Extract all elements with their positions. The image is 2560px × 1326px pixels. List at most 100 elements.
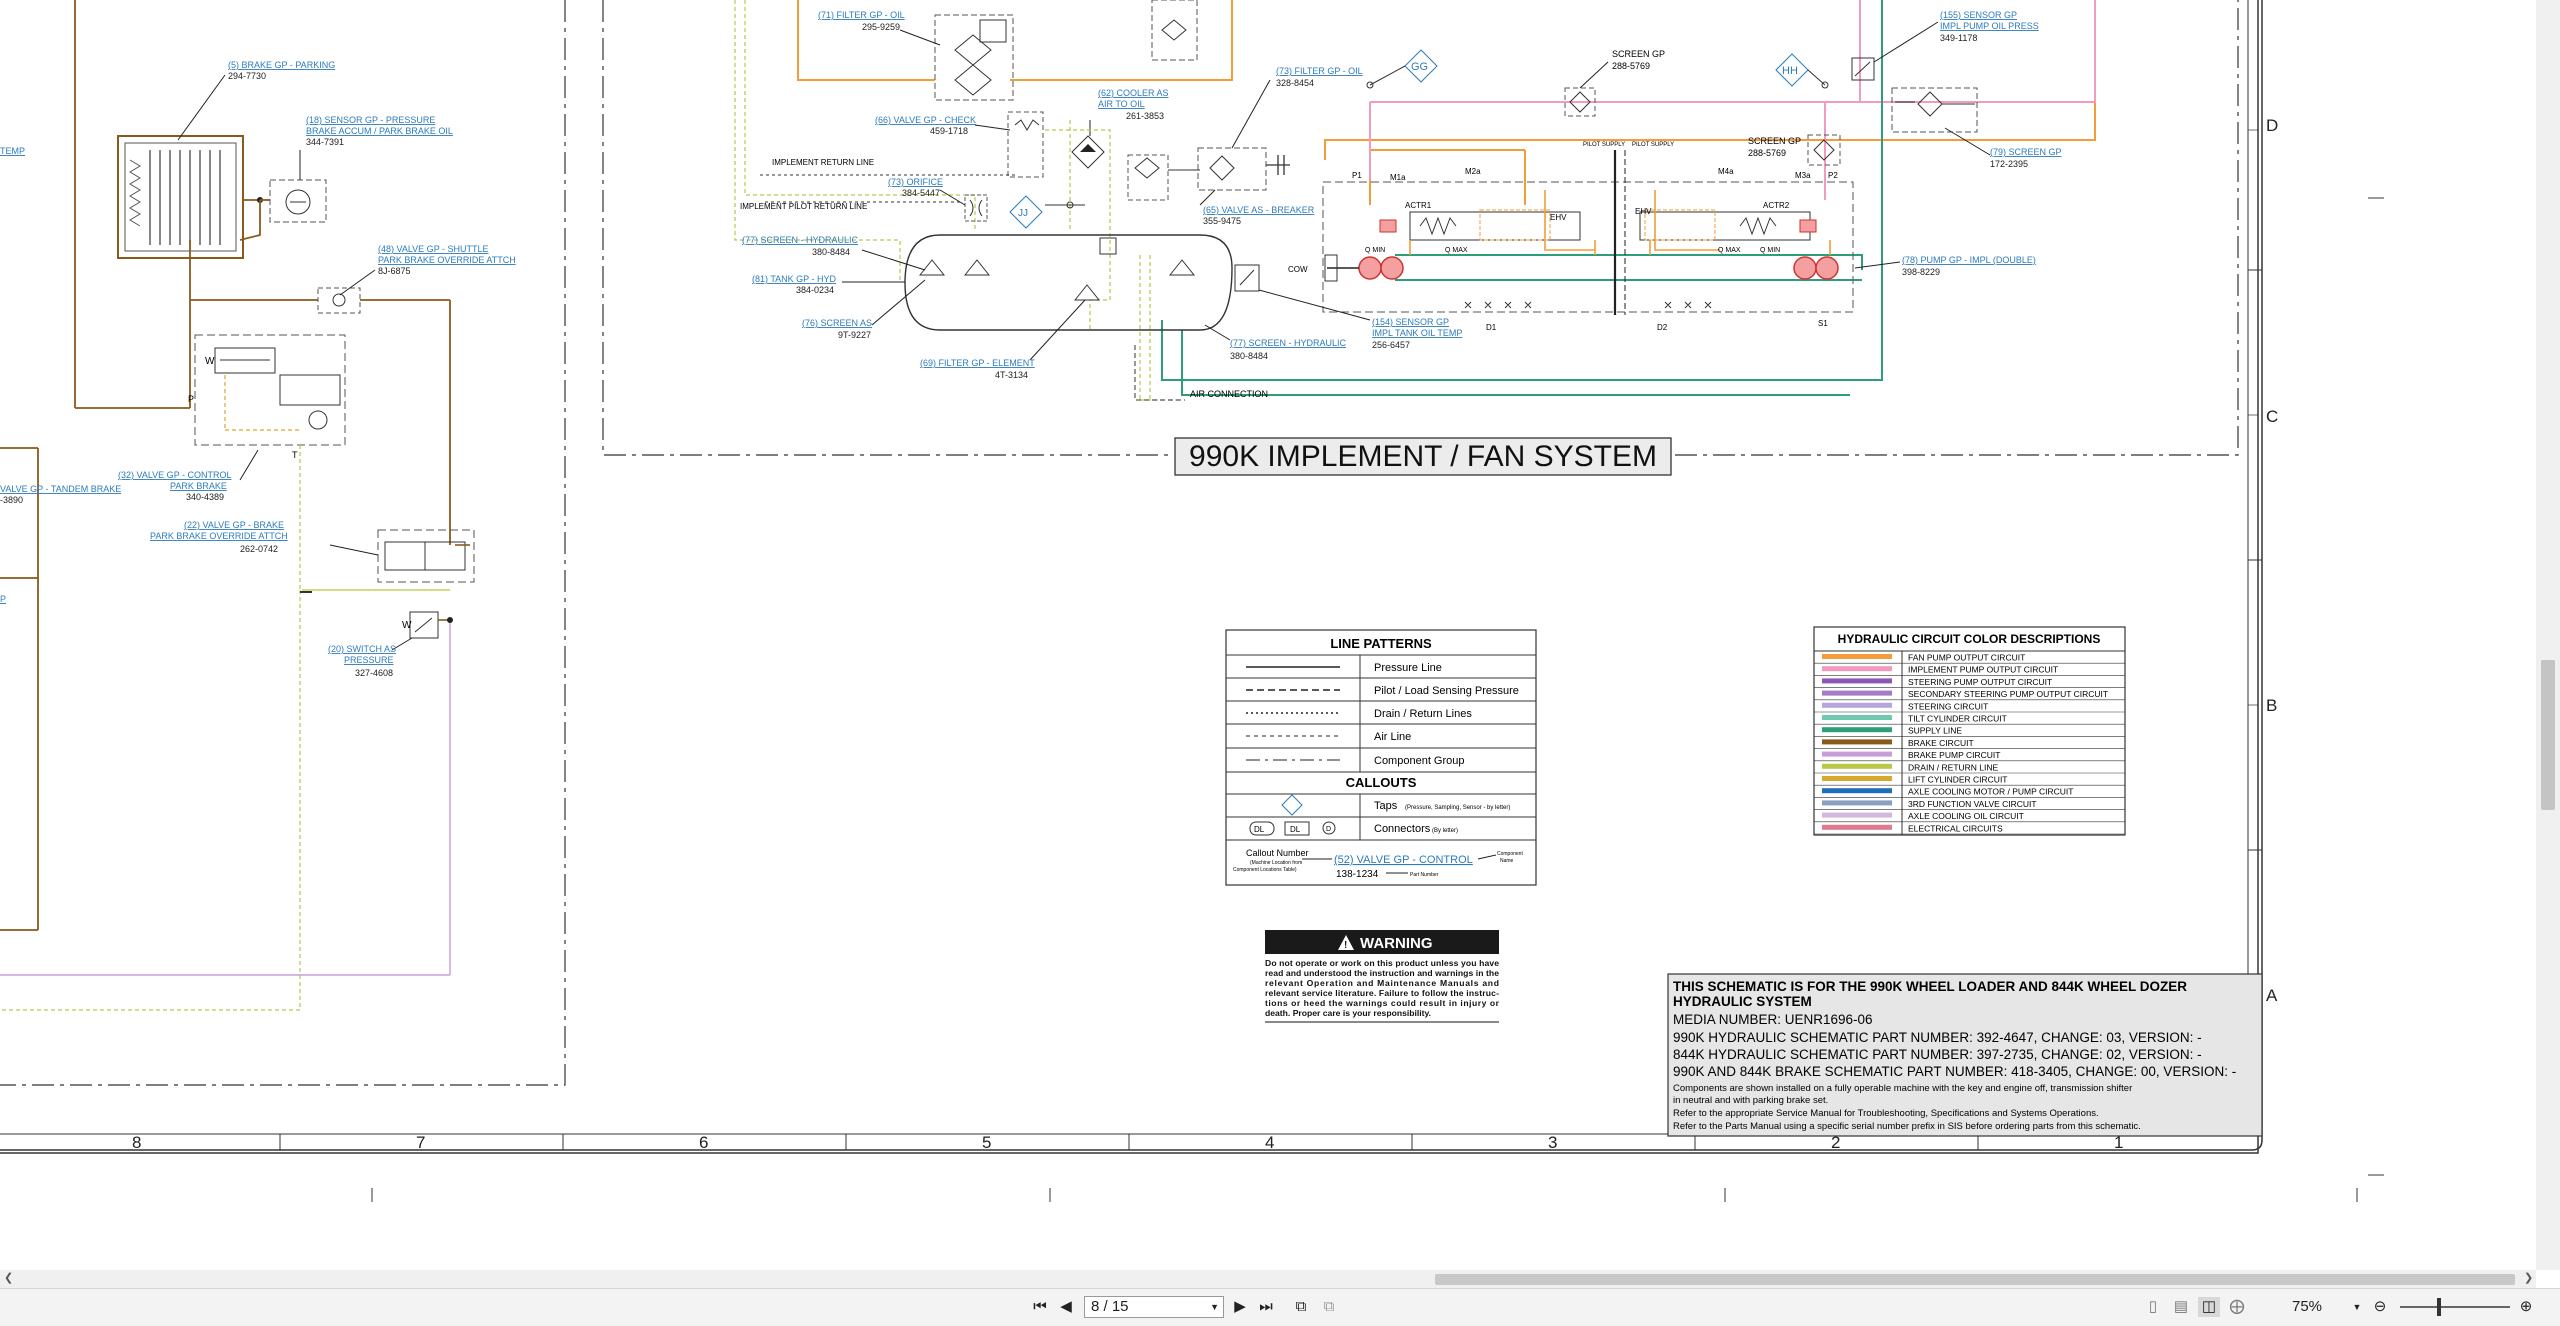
shuttle-valve-label-2[interactable]: PARK BRAKE OVERRIDE ATTCH xyxy=(378,255,516,265)
tandem-valve-fragment[interactable]: VALVE GP - TANDEM BRAKE xyxy=(0,484,121,494)
single-page-icon[interactable]: ▯ xyxy=(2148,1298,2158,1315)
color-desc-label: FAN PUMP OUTPUT CIRCUIT xyxy=(1908,653,2025,663)
col-number-6: 6 xyxy=(699,1133,708,1152)
orifice-label[interactable]: (73) ORIFICE xyxy=(888,177,943,187)
warning-line-2: read and understood the instruction and … xyxy=(1265,968,1499,978)
line-patterns-legend: LINE PATTERNS Pressure Line Pilot / Load… xyxy=(1225,629,1537,886)
impl-return-line: IMPLEMENT RETURN LINE xyxy=(772,158,874,167)
screen-as-label[interactable]: (76) SCREEN AS xyxy=(802,318,872,328)
tandem-valve-pn-fragment: -3890 xyxy=(0,495,23,505)
screen-79-label[interactable]: (79) SCREEN GP xyxy=(1990,147,2062,157)
color-desc-label: BRAKE PUMP CIRCUIT xyxy=(1908,750,2000,760)
screen-hyd2-label[interactable]: (77) SCREEN - HYDRAULIC xyxy=(1230,338,1347,348)
zoom-slider[interactable] xyxy=(2400,1306,2510,1308)
horizontal-scroll-thumb[interactable] xyxy=(1435,1274,2515,1285)
cooler-label-2[interactable]: AIR TO OIL xyxy=(1098,99,1145,109)
zoom-out-icon[interactable]: ⊖ xyxy=(2373,1298,2387,1315)
warning-line-4: relevant service literature. Failure to … xyxy=(1265,988,1499,998)
warning-line-6: death. Proper care is your responsibilit… xyxy=(1265,1008,1431,1018)
sensor-tank-label-2[interactable]: IMPL TANK OIL TEMP xyxy=(1372,328,1462,338)
sensor-pump-label-2[interactable]: IMPL PUMP OIL PRESS xyxy=(1940,21,2039,31)
chevron-down-icon[interactable]: ▼ xyxy=(1210,1302,1219,1312)
brake-valve-label-2[interactable]: PARK BRAKE OVERRIDE ATTCH xyxy=(150,531,288,541)
component-name-label: Component xyxy=(1497,851,1523,857)
control-valve-label[interactable]: (32) VALVE GP - CONTROL xyxy=(118,470,232,480)
sensor-pressure-label[interactable]: (18) SENSOR GP - PRESSURE xyxy=(306,115,435,125)
pump-left-a xyxy=(1358,256,1382,280)
tap-hh[interactable]: HH xyxy=(1782,65,1798,77)
color-swatch xyxy=(1822,824,1892,830)
brake-valve-label[interactable]: (22) VALVE GP - BRAKE xyxy=(184,520,284,530)
info-line-3: 990K AND 844K BRAKE SCHEMATIC PART NUMBE… xyxy=(1673,1064,2236,1079)
two-page-icon[interactable]: ◫ xyxy=(2198,1297,2220,1317)
d1-label: D1 xyxy=(1486,323,1497,332)
screen-hyd-label[interactable]: (77) SCREEN - HYDRAULIC xyxy=(742,235,859,245)
brake-parking-label[interactable]: (5) BRAKE GP - PARKING xyxy=(228,60,335,70)
first-page-icon[interactable]: ⏮ xyxy=(1033,1298,1047,1315)
vertical-scrollbar[interactable] xyxy=(2536,0,2560,1270)
tap-gg[interactable]: GG xyxy=(1411,61,1428,73)
callout-number-note-2: Component Locations Table) xyxy=(1233,867,1297,873)
scroll-left-icon[interactable]: ❮ xyxy=(4,1272,14,1284)
vertical-scroll-thumb[interactable] xyxy=(2541,660,2555,810)
sensor-pressure-label-2[interactable]: BRAKE ACCUM / PARK BRAKE OIL xyxy=(306,126,453,136)
zoom-slider-handle[interactable] xyxy=(2437,1298,2441,1316)
warning-line-3: relevant Operation and Maintenance Manua… xyxy=(1265,978,1499,988)
color-desc-label: IMPLEMENT PUMP OUTPUT CIRCUIT xyxy=(1908,665,2058,675)
tap-symbol xyxy=(1281,794,1303,816)
color-desc-label: AXLE COOLING MOTOR / PUMP CIRCUIT xyxy=(1908,787,2073,797)
last-page-icon[interactable]: ⏭ xyxy=(1259,1298,1273,1315)
status-bar: ⏮ ◀ 8 / 15▼ ▶ ⏭ ⧉ ⧉ ▯ ▤ ◫ ⨁ 75% ▼ ⊖ ⊕ xyxy=(0,1288,2560,1326)
p-fragment[interactable]: P xyxy=(0,594,6,604)
color-desc-label: AXLE COOLING OIL CIRCUIT xyxy=(1908,811,2024,821)
sensor-tank-label[interactable]: (154) SENSOR GP xyxy=(1372,317,1449,327)
cooler-label[interactable]: (62) COOLER AS xyxy=(1098,88,1169,98)
screen-gp1-label: SCREEN GP xyxy=(1612,49,1665,59)
col-number-2: 2 xyxy=(1831,1133,1840,1152)
tank-label[interactable]: (81) TANK GP - HYD xyxy=(752,274,837,284)
continuous-page-icon[interactable]: ▤ xyxy=(2173,1298,2189,1315)
switch-label-2[interactable]: PRESSURE xyxy=(344,655,394,665)
shuttle-valve-label[interactable]: (48) VALVE GP - SHUTTLE xyxy=(378,244,489,254)
filter-oil-pn: 295-9259 xyxy=(862,22,900,32)
color-swatch xyxy=(1822,702,1892,708)
callout-number-note-1: (Machine Location from xyxy=(1250,860,1302,866)
horizontal-scrollbar[interactable]: ❮ ❯ xyxy=(0,1270,2536,1288)
breaker-valve-label[interactable]: (65) VALVE AS - BREAKER xyxy=(1203,205,1315,215)
row-letter-d: D xyxy=(2266,116,2278,135)
zoom-dropdown-icon[interactable]: ▼ xyxy=(2352,1302,2362,1312)
s1-label: S1 xyxy=(1818,319,1828,328)
check-valve-label[interactable]: (66) VALVE GP - CHECK xyxy=(875,115,976,125)
sensor-pump-label[interactable]: (155) SENSOR GP xyxy=(1940,10,2017,20)
control-valve-p: P xyxy=(188,394,194,404)
color-swatch xyxy=(1822,678,1892,684)
filter-element-label[interactable]: (69) FILTER GP - ELEMENT xyxy=(920,358,1035,368)
rotate-view-icon[interactable]: ⧉ xyxy=(1295,1298,1307,1315)
scroll-mode-icon[interactable]: ⨁ xyxy=(2229,1298,2245,1315)
m1a-label: M1a xyxy=(1390,173,1406,182)
switch-label[interactable]: (20) SWITCH AS xyxy=(328,644,396,654)
temp-fragment[interactable]: TEMP xyxy=(0,146,25,156)
screen-hyd2-pn: 380-8484 xyxy=(1230,351,1268,361)
warning-icon-mark: ! xyxy=(1344,940,1347,951)
screen-gp2-pn: 288-5769 xyxy=(1748,148,1786,158)
check-valve-pn: 459-1718 xyxy=(930,126,968,136)
control-valve-label-2[interactable]: PARK BRAKE xyxy=(170,481,227,491)
color-swatch xyxy=(1822,812,1892,818)
document-viewport[interactable]: D C B A 8 7 6 5 4 3 2 1 xyxy=(0,0,2536,1270)
connector-jj[interactable]: JJ xyxy=(1018,208,1028,219)
pump-impl-label[interactable]: (78) PUMP GP - IMPL (DOUBLE) xyxy=(1902,255,2036,265)
scroll-right-icon[interactable]: ❯ xyxy=(2524,1272,2534,1284)
next-page-icon[interactable]: ▶ xyxy=(1234,1298,1246,1315)
zoom-value[interactable]: 75% xyxy=(2292,1298,2323,1315)
warning-icon xyxy=(1338,935,1354,950)
page-number-field[interactable]: 8 / 15▼ xyxy=(1084,1296,1224,1318)
filter-oil-label[interactable]: (71) FILTER GP - OIL xyxy=(818,10,905,20)
thumbnail-view-icon[interactable]: ⧉ xyxy=(1323,1298,1335,1315)
filter-oil2-label[interactable]: (73) FILTER GP - OIL xyxy=(1276,66,1363,76)
zoom-in-icon[interactable]: ⊕ xyxy=(2519,1298,2533,1315)
prev-page-icon[interactable]: ◀ xyxy=(1060,1298,1072,1315)
connector-dl-2: DL xyxy=(1290,825,1301,834)
pattern-air: Air Line xyxy=(1374,731,1411,743)
info-title-2: HYDRAULIC SYSTEM xyxy=(1673,994,1812,1009)
